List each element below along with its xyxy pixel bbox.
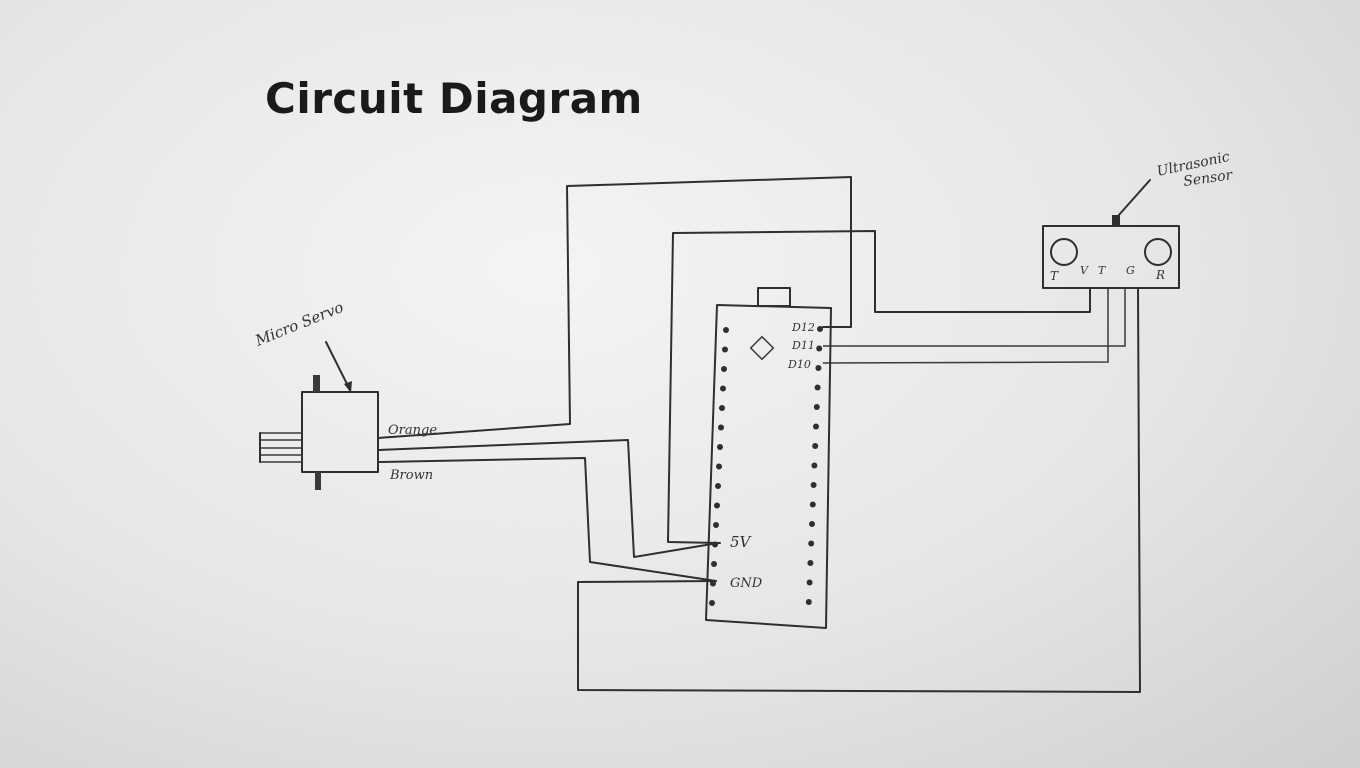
- pin-column-left: [709, 327, 729, 606]
- header-pin: [810, 482, 817, 488]
- header-pin: [719, 405, 725, 411]
- sensor-pin-g-label: G: [1126, 264, 1135, 277]
- wire-sensor-vcc: [667, 230, 1091, 544]
- sensor-pin-v-label: V: [1080, 264, 1089, 277]
- header-pin: [715, 483, 721, 489]
- header-pin: [723, 327, 729, 333]
- header-pin: [815, 365, 822, 371]
- header-pin: [814, 384, 821, 391]
- servo-label: Micro Servo: [252, 298, 346, 350]
- header-pin: [709, 600, 715, 606]
- header-pin: [809, 521, 815, 527]
- arduino-nano-board: [705, 287, 832, 629]
- header-pin: [809, 501, 816, 508]
- orange-wire-label: Orange: [388, 423, 437, 438]
- header-pin: [721, 366, 727, 372]
- header-pin: [806, 579, 813, 586]
- pin-label-gnd: GND: [730, 576, 763, 591]
- servo-arrow: [325, 341, 351, 391]
- header-pin: [711, 561, 717, 567]
- pin-label-d10: D10: [787, 358, 811, 371]
- pin-label-d12: D12: [791, 321, 815, 334]
- header-pin: [808, 540, 815, 547]
- header-pin: [813, 423, 819, 430]
- header-pin: [712, 541, 718, 548]
- sensor-label-line2: Sensor: [1182, 167, 1234, 190]
- sensor-arrow: [1117, 179, 1151, 217]
- wire-sensor-ground: [577, 287, 1141, 693]
- header-pin: [816, 345, 823, 352]
- wire-servo-ground: [377, 457, 717, 582]
- wire-servo-signal: [377, 176, 852, 439]
- sensor-pin-t-label: T: [1050, 269, 1059, 283]
- header-pin: [813, 404, 820, 410]
- header-pin: [718, 424, 724, 431]
- micro-servo: [259, 341, 379, 490]
- header-pin: [717, 444, 723, 450]
- header-pin: [805, 599, 812, 605]
- header-pin: [817, 326, 823, 332]
- wire-sensor-echo: [822, 288, 1109, 364]
- wires: [377, 176, 1141, 693]
- ultrasonic-sensor: [1042, 179, 1180, 289]
- header-pin: [807, 560, 814, 566]
- sensor-pin-r-label: R: [1155, 268, 1165, 282]
- sensor-pin-tr-label: T: [1098, 264, 1107, 277]
- wire-sensor-trig: [823, 288, 1126, 347]
- header-pin: [812, 443, 819, 449]
- header-pin: [710, 580, 716, 587]
- wire-servo-power: [377, 439, 719, 558]
- pin-label-d11: D11: [791, 339, 815, 352]
- header-pin: [722, 346, 728, 353]
- pin-label-5v: 5V: [730, 533, 753, 551]
- brown-wire-label: Brown: [389, 468, 433, 483]
- pin-column-right: [805, 326, 823, 605]
- header-pin: [716, 463, 722, 470]
- header-pin: [811, 462, 818, 469]
- header-pin: [720, 385, 726, 392]
- header-pin: [713, 522, 719, 528]
- page-title: Circuit Diagram: [265, 74, 643, 123]
- header-pin: [714, 502, 720, 509]
